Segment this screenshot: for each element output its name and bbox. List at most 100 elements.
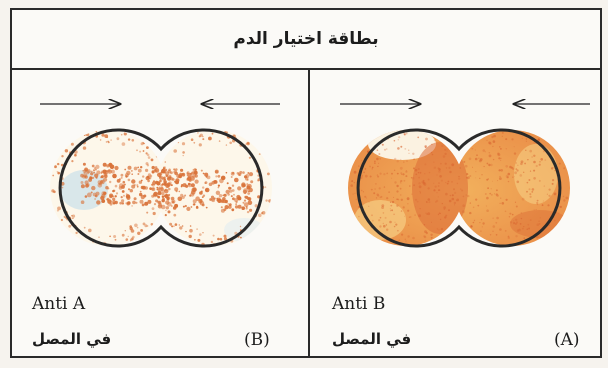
blood-speckle [486, 140, 487, 141]
blood-speckle [428, 179, 430, 181]
blood-speckle [361, 160, 362, 161]
blood-speckle [515, 202, 516, 203]
red-cell-clump [247, 211, 249, 213]
red-cell-clump [122, 142, 126, 146]
blood-speckle [520, 223, 522, 225]
blood-speckle [377, 176, 379, 178]
red-cell-clump [231, 176, 233, 178]
blood-speckle [554, 170, 555, 171]
red-cell-clump [169, 223, 172, 226]
blood-speckle [424, 224, 425, 225]
blood-speckle [500, 203, 501, 204]
red-cell-clump [245, 177, 248, 180]
blood-speckle [438, 189, 440, 191]
blood-speckle [397, 147, 400, 150]
red-cell-clump [209, 183, 213, 187]
blood-speckle [469, 212, 471, 214]
red-cell-clump [52, 175, 54, 177]
red-cell-clump [151, 195, 154, 198]
blood-speckle [404, 148, 406, 150]
red-cell-clump [232, 185, 234, 187]
red-cell-clump [219, 140, 221, 142]
red-cell-clump [100, 139, 102, 141]
blood-speckle [394, 170, 395, 171]
red-cell-clump [121, 134, 123, 136]
blood-speckle [486, 197, 489, 200]
blood-speckle [508, 181, 509, 182]
red-cell-clump [158, 191, 162, 195]
red-cell-clump [211, 241, 213, 243]
blood-speckle [384, 186, 385, 187]
blood-speckle [444, 153, 446, 155]
blood-speckle [435, 201, 436, 202]
antibody-label-a: Anti A [32, 294, 85, 314]
red-cell-clump [173, 225, 175, 227]
blood-speckle [413, 167, 415, 169]
blood-speckle [426, 232, 428, 234]
blood-speckle [392, 201, 394, 203]
blood-speckle [491, 188, 492, 189]
blood-speckle [515, 235, 517, 237]
red-cell-clump [109, 181, 111, 183]
red-cell-clump [112, 174, 117, 179]
red-cell-clump [130, 189, 133, 192]
red-cell-clump [125, 202, 127, 204]
red-cell-clump [101, 199, 105, 203]
blood-speckle [497, 180, 498, 181]
red-cell-clump [227, 182, 229, 184]
red-cell-clump [193, 203, 195, 205]
blood-speckle [441, 228, 443, 230]
blood-speckle [526, 138, 527, 139]
blood-speckle [499, 169, 501, 171]
blood-speckle [507, 176, 509, 178]
red-cell-clump [217, 198, 221, 202]
red-cell-clump [179, 224, 180, 225]
red-cell-clump [179, 191, 181, 193]
red-cell-clump [57, 210, 59, 212]
blood-speckle [402, 173, 404, 175]
blood-speckle [451, 163, 454, 166]
red-cell-clump [131, 205, 133, 207]
blood-speckle [441, 145, 443, 147]
blood-speckle [372, 167, 374, 169]
red-cell-clump [215, 170, 219, 174]
blood-speckle [422, 181, 425, 184]
red-cell-clump [175, 223, 178, 226]
red-cell-clump [115, 195, 117, 197]
blood-speckle [401, 210, 402, 211]
blood-speckle [400, 188, 402, 190]
red-cell-clump [237, 186, 241, 190]
blood-speckle [407, 203, 408, 204]
red-cell-clump [250, 180, 253, 183]
blood-speckle [363, 191, 364, 192]
blood-speckle [438, 229, 439, 230]
blood-speckle [494, 193, 495, 194]
red-cell-clump [131, 185, 135, 189]
red-cell-clump [199, 191, 203, 195]
red-cell-clump [193, 188, 197, 192]
red-cell-clump [238, 173, 242, 177]
red-cell-clump [138, 169, 142, 173]
blood-speckle [510, 221, 512, 223]
red-cell-clump [155, 170, 157, 172]
blood-speckle [531, 191, 533, 193]
blood-speckle [424, 236, 426, 238]
red-cell-clump [169, 181, 172, 184]
red-cell-clump [249, 157, 251, 159]
red-cell-clump [135, 202, 137, 204]
blood-speckle [454, 202, 456, 204]
red-cell-clump [98, 237, 99, 238]
red-cell-clump [168, 177, 170, 179]
red-cell-clump [189, 229, 193, 233]
blood-speckle [377, 174, 378, 175]
red-cell-clump [162, 183, 164, 185]
blood-speckle [451, 181, 453, 183]
red-cell-clump [185, 231, 186, 232]
blood-speckle [467, 195, 469, 197]
red-cell-clump [267, 173, 270, 176]
blood-speckle [450, 195, 452, 197]
blood-speckle [377, 166, 378, 167]
blood-speckle [400, 159, 401, 160]
blood-speckle [534, 142, 535, 143]
blood-speckle [374, 161, 376, 163]
